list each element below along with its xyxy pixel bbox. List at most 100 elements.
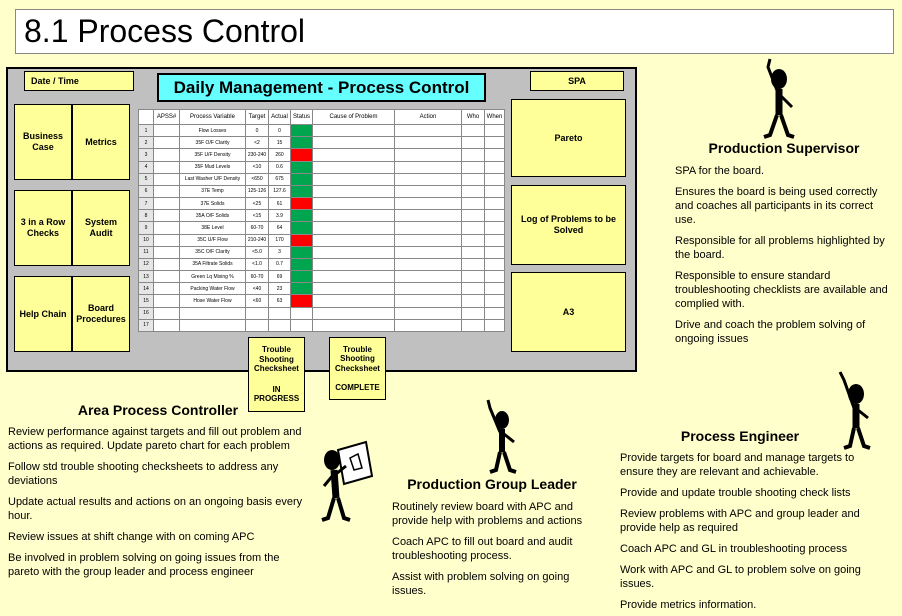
duty-item: Review performance against targets and f… bbox=[8, 426, 302, 452]
status-cell bbox=[290, 270, 313, 284]
cause-cell bbox=[312, 318, 395, 333]
pareto-box: Pareto bbox=[511, 99, 626, 177]
stick-figure-waving-icon bbox=[838, 371, 871, 450]
duty-item: SPA for the board. bbox=[675, 165, 765, 177]
who-cell bbox=[461, 184, 485, 199]
who-cell bbox=[461, 136, 485, 150]
cause-cell bbox=[312, 294, 395, 308]
target-cell: <650 bbox=[245, 172, 269, 186]
when-cell bbox=[484, 136, 505, 150]
status-cell bbox=[290, 318, 313, 333]
actual-cell: 3 bbox=[268, 245, 291, 259]
row-number-cell: 1 bbox=[138, 123, 154, 138]
page-title: 8.1 Process Control bbox=[15, 9, 894, 54]
cause-cell bbox=[312, 270, 395, 284]
actual-cell: 61 bbox=[268, 197, 291, 211]
checksheet-status: COMPLETE bbox=[335, 382, 380, 392]
status-cell bbox=[290, 257, 313, 272]
target-cell: 60-70 bbox=[245, 270, 269, 284]
process-variable-cell: Green Lq Mixing % bbox=[179, 270, 246, 284]
target-cell: 60-70 bbox=[245, 221, 269, 235]
target-cell: <25 bbox=[245, 197, 269, 211]
status-cell bbox=[290, 245, 313, 259]
apss-cell bbox=[153, 197, 180, 211]
apss-cell bbox=[153, 136, 180, 150]
board-title: Daily Management - Process Control bbox=[157, 73, 486, 102]
cause-cell bbox=[312, 221, 395, 235]
target-cell bbox=[245, 318, 269, 333]
cause-cell bbox=[312, 123, 395, 138]
status-cell bbox=[290, 294, 313, 308]
action-cell bbox=[394, 160, 462, 174]
row-number-cell: 2 bbox=[138, 136, 154, 150]
apss-cell bbox=[153, 294, 180, 308]
apss-cell bbox=[153, 282, 180, 296]
row-number-cell: 15 bbox=[138, 294, 154, 308]
process-variable-cell: 37E Solids bbox=[179, 197, 246, 211]
table-row: 16 bbox=[138, 306, 505, 320]
action-cell bbox=[394, 318, 462, 333]
supervisor-title: Production Supervisor bbox=[708, 140, 860, 156]
actual-cell: 69 bbox=[268, 270, 291, 284]
cause-cell bbox=[312, 136, 395, 150]
process-variable-cell: 38E Level bbox=[179, 221, 246, 235]
row-number-cell: 16 bbox=[138, 306, 154, 320]
duty-item: Routinely review board with APC and prov… bbox=[392, 501, 583, 527]
target-cell: <60 bbox=[245, 294, 269, 308]
apss-cell bbox=[153, 172, 180, 186]
row-number-cell: 3 bbox=[138, 148, 154, 162]
actual-cell bbox=[268, 318, 291, 333]
duty-item: Assist with problem solving on going iss… bbox=[392, 571, 570, 597]
status-cell bbox=[290, 123, 313, 138]
metrics-box: Metrics bbox=[72, 104, 130, 180]
apss-cell bbox=[153, 221, 180, 235]
engineer-duties: Provide targets for board and manage tar… bbox=[620, 451, 890, 616]
row-number-cell: 9 bbox=[138, 221, 154, 235]
row-number-cell: 7 bbox=[138, 197, 154, 211]
actual-cell: 260 bbox=[268, 148, 291, 162]
status-cell bbox=[290, 148, 313, 162]
when-cell bbox=[484, 221, 505, 235]
target-cell: 125-126 bbox=[245, 184, 269, 199]
problem-log-box: Log of Problems to be Solved bbox=[511, 185, 626, 265]
duty-item: Work with APC and GL to problem solve on… bbox=[620, 564, 861, 590]
target-cell: 0 bbox=[245, 123, 269, 138]
who-cell bbox=[461, 233, 485, 247]
row-number-cell: 5 bbox=[138, 172, 154, 186]
spa-box: SPA bbox=[530, 71, 624, 91]
apss-cell bbox=[153, 184, 180, 199]
action-cell bbox=[394, 209, 462, 223]
action-cell bbox=[394, 136, 462, 150]
row-number-cell: 14 bbox=[138, 282, 154, 296]
duty-item: Coach APC to fill out board and audit tr… bbox=[392, 536, 573, 562]
when-cell bbox=[484, 233, 505, 247]
action-cell bbox=[394, 148, 462, 162]
target-cell: <5.0 bbox=[245, 245, 269, 259]
checksheet-complete: Trouble Shooting Checksheet COMPLETE bbox=[329, 337, 386, 400]
duty-item: Update actual results and actions on an … bbox=[8, 496, 303, 522]
process-variable-cell: 35F O/F Clarity bbox=[179, 136, 246, 150]
stick-figure-pointing-icon bbox=[763, 58, 795, 139]
who-cell bbox=[461, 270, 485, 284]
col-header: When bbox=[484, 109, 505, 125]
apc-duties: Review performance against targets and f… bbox=[8, 425, 308, 586]
process-variable-cell: 35F U/F Density bbox=[179, 148, 246, 162]
status-cell bbox=[290, 209, 313, 223]
duty-item: Coach APC and GL in troubleshooting proc… bbox=[620, 543, 848, 555]
who-cell bbox=[461, 282, 485, 296]
who-cell bbox=[461, 209, 485, 223]
status-cell bbox=[290, 136, 313, 150]
process-variable-cell: 37E Temp bbox=[179, 184, 246, 199]
duty-item: Provide targets for board and manage tar… bbox=[620, 452, 855, 478]
row-number-cell: 17 bbox=[138, 318, 154, 333]
row-number-cell: 6 bbox=[138, 184, 154, 199]
process-control-board: Date / Time Daily Management - Process C… bbox=[6, 67, 637, 372]
apss-cell bbox=[153, 148, 180, 162]
